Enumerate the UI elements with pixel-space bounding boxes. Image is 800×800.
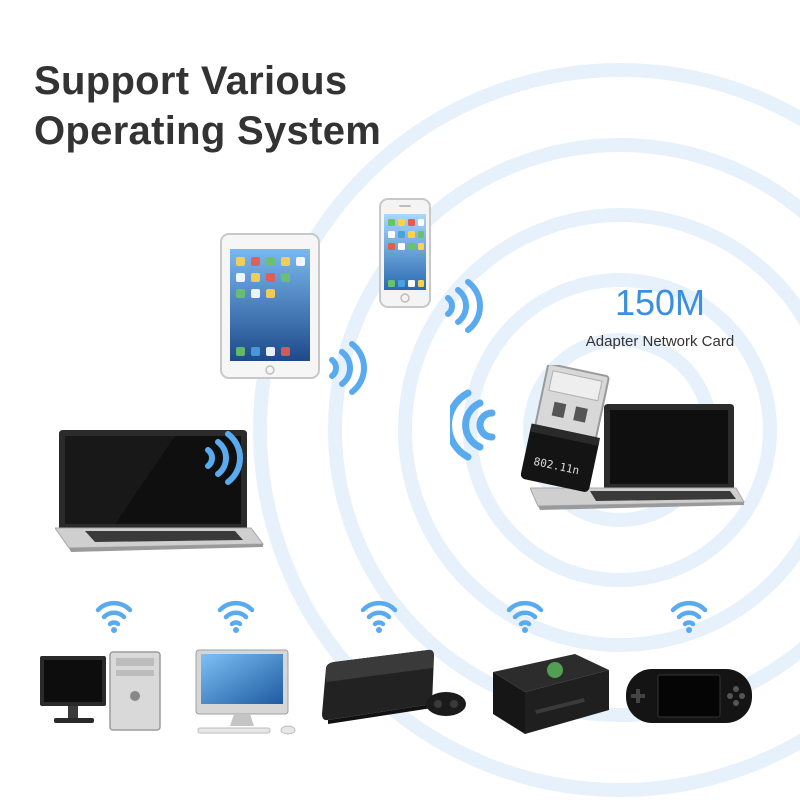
wifi-icon — [360, 600, 398, 633]
headline: Support Various Operating System — [34, 56, 381, 156]
wifi-icon — [670, 600, 708, 633]
headline-line-1: Support Various — [34, 59, 348, 103]
wifi-icon — [95, 600, 133, 633]
signal-waves-icon — [205, 431, 243, 485]
wifi-icon — [217, 600, 255, 633]
usb-adapter-image: 802.11n — [520, 365, 610, 492]
laptop-image — [530, 404, 745, 510]
smartphone-image — [379, 198, 431, 308]
headline-line-2: Operating System — [34, 109, 382, 153]
speed-label: 150M — [614, 282, 706, 323]
wifi-icon — [506, 600, 544, 633]
all-in-one-computer-image — [195, 649, 296, 735]
signal-waves-icon — [445, 279, 483, 333]
tablet-image — [220, 233, 320, 379]
xbox-console-image — [493, 654, 609, 734]
game-console-image — [322, 649, 466, 724]
desktop-pc-image — [40, 651, 161, 731]
handheld-game-console-image — [626, 669, 752, 723]
signal-waves-icon — [329, 341, 367, 395]
signal-waves-icon — [450, 389, 496, 461]
adapter-subtitle: Adapter Network Card — [585, 333, 735, 350]
